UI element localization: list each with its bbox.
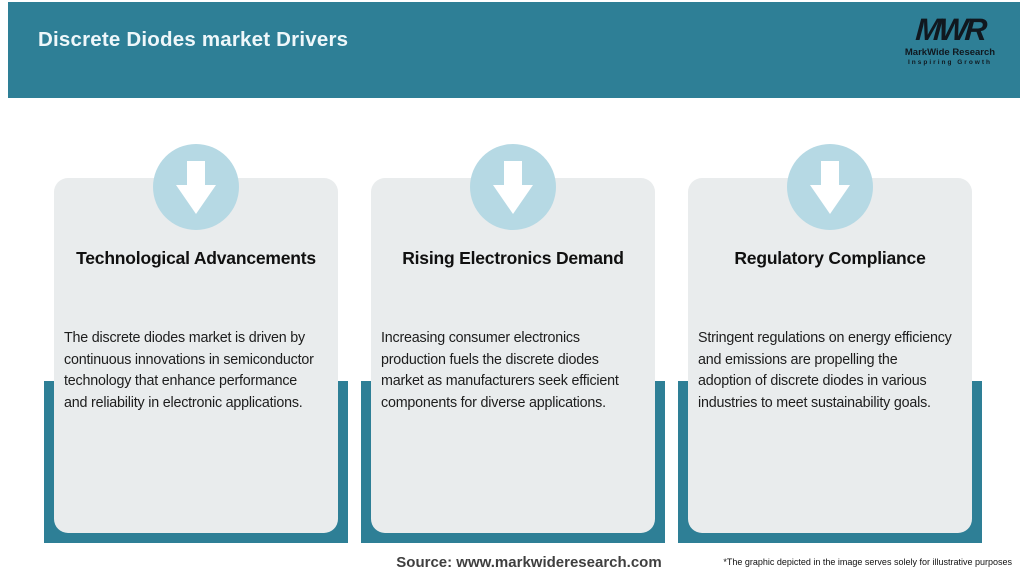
source-text: Source: www.markwideresearch.com [396,554,662,571]
card-description: Increasing consumer electronics producti… [381,330,619,411]
card-description: Stringent regulations on energy efficien… [698,330,952,411]
driver-card-group-technological-advancements: Technological Advancements The discrete … [44,0,348,576]
disclaimer-text: *The graphic depicted in the image serve… [723,557,1012,567]
driver-card: Technological Advancements The discrete … [54,178,338,533]
logo-tagline: Inspiring Growth [908,58,992,66]
driver-card-group-rising-electronics-demand: Rising Electronics Demand Increasing con… [361,0,665,576]
page-title: Discrete Diodes market Drivers [38,28,349,51]
down-arrow-icon [470,144,556,230]
markwide-research-logo: MWR MarkWide Research Inspiring Growth [902,12,998,66]
down-arrow-icon [153,144,239,230]
card-title: Regulatory Compliance [734,248,926,268]
card-description: The discrete diodes market is driven by … [64,330,314,411]
driver-card: Regulatory Compliance Stringent regulati… [688,178,972,533]
header-bar: Discrete Diodes market Drivers MWR MarkW… [8,2,1020,98]
driver-card: Rising Electronics Demand Increasing con… [371,178,655,533]
driver-card-group-regulatory-compliance: Regulatory Compliance Stringent regulati… [678,0,982,576]
logo-company-name: MarkWide Research [904,47,996,58]
down-arrow-icon [787,144,873,230]
card-title: Technological Advancements [76,248,316,268]
card-title: Rising Electronics Demand [402,248,624,268]
